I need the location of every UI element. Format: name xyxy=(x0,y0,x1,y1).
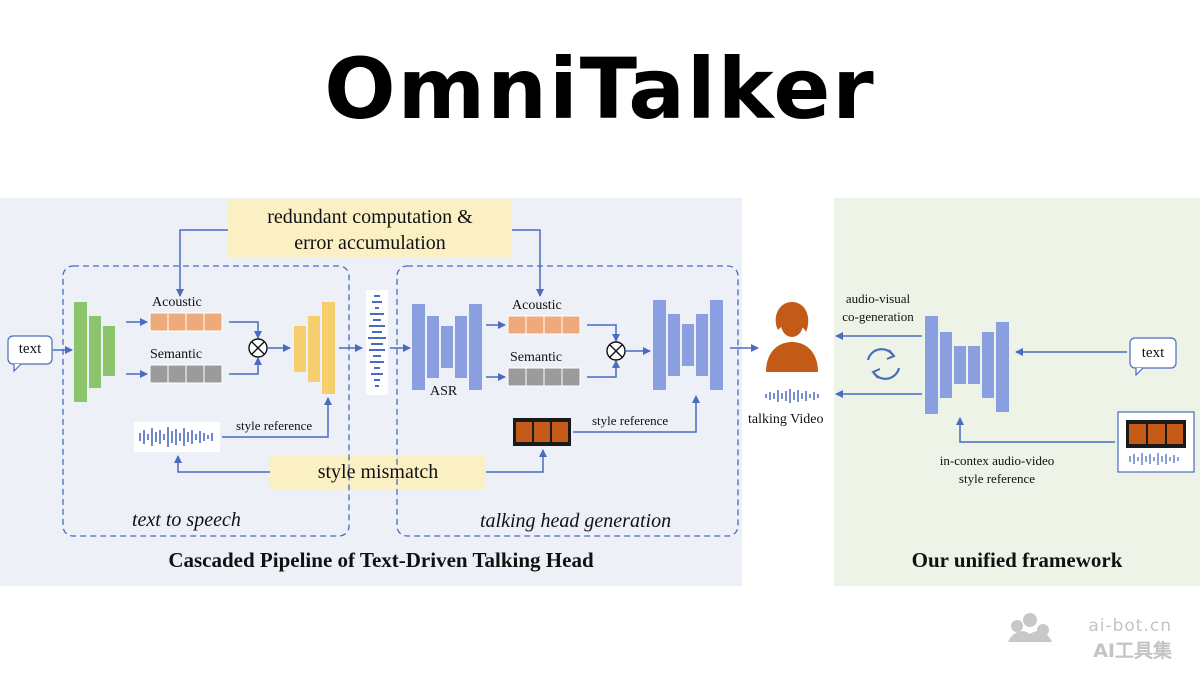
unified-av-reference-icon xyxy=(1117,411,1195,473)
avatar-audio-waveform xyxy=(765,389,819,403)
audio-waveform-icon xyxy=(366,290,388,395)
thg-acoustic-tokens xyxy=(507,315,581,335)
watermark: ai-bot.cn AI工具集 xyxy=(1088,616,1172,662)
thg-semantic-label: Semantic xyxy=(510,350,563,365)
tts-input-text: text xyxy=(18,341,42,357)
av-style-reference-label: in-contex audio-video style reference xyxy=(939,453,1055,486)
tts-decoder-block xyxy=(294,302,335,394)
talking-avatar-icon xyxy=(766,302,818,372)
thg-decoder-block xyxy=(653,300,723,390)
unified-framework-panel xyxy=(834,198,1200,586)
thg-semantic-tokens xyxy=(507,367,581,387)
thg-section-label: talking head generation xyxy=(480,510,672,532)
redundant-computation-label: redundant computation & error accumulati… xyxy=(267,206,473,254)
tts-style-reference-waveform xyxy=(134,422,220,452)
style-mismatch-label: style mismatch xyxy=(317,461,439,483)
thg-style-reference-video-icon xyxy=(513,418,571,446)
redundant-computation-highlight xyxy=(228,200,512,258)
watermark-logo-icon xyxy=(1008,613,1052,642)
asr-label: ASR xyxy=(430,384,458,399)
thg-acoustic-label: Acoustic xyxy=(512,298,562,313)
tts-semantic-label: Semantic xyxy=(150,347,203,362)
tts-fusion-symbol xyxy=(248,338,268,358)
asr-encoder-block xyxy=(412,304,482,390)
unified-text-input-bubble xyxy=(1129,337,1177,377)
unified-framework-caption: Our unified framework xyxy=(911,548,1123,572)
tts-section-box xyxy=(62,265,350,537)
page-title: OmniTalker xyxy=(324,40,876,138)
tts-semantic-tokens xyxy=(149,364,223,384)
thg-style-reference-label: style reference xyxy=(592,413,669,428)
style-mismatch-highlight xyxy=(270,456,486,490)
co-generation-cycle-icon xyxy=(866,348,901,380)
talking-video-label: talking Video xyxy=(748,412,824,427)
text-input-bubble xyxy=(7,335,53,373)
cascaded-pipeline-caption: Cascaded Pipeline of Text-Driven Talking… xyxy=(168,548,594,572)
tts-style-reference-label: style reference xyxy=(236,418,313,433)
tts-acoustic-tokens xyxy=(149,312,223,332)
unified-model-block xyxy=(925,316,1009,414)
av-cogeneration-label: audio-visual co-generation xyxy=(842,291,914,324)
unified-text-input: text xyxy=(1141,345,1165,361)
tts-encoder-block xyxy=(74,302,115,402)
thg-section-box xyxy=(396,265,739,537)
thg-fusion-symbol xyxy=(606,341,626,361)
tts-acoustic-label: Acoustic xyxy=(152,295,202,310)
tts-section-label: text to speech xyxy=(132,509,241,531)
